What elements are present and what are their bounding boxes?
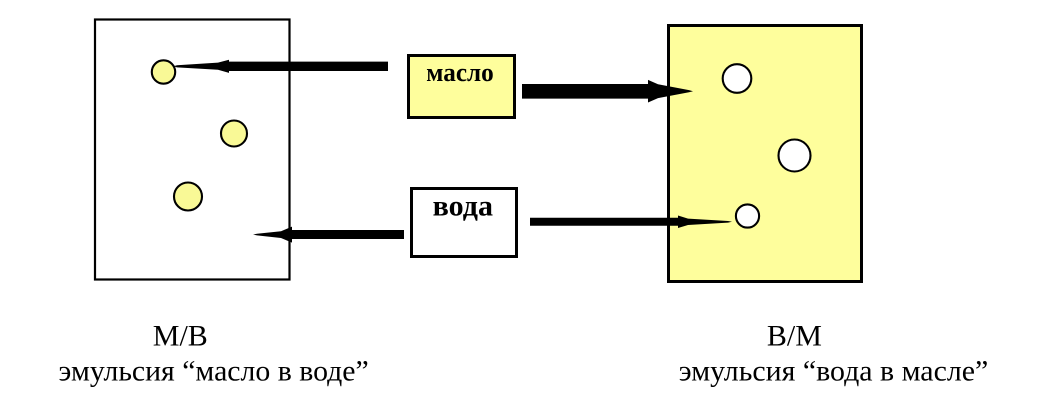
svg-text:В/М: В/М [767,320,822,353]
svg-text:эмульсия “вода в масле”: эмульсия “вода в масле” [679,355,989,388]
svg-text:вода: вода [433,190,493,223]
svg-text:эмульсия “масло в воде”: эмульсия “масло в воде” [59,355,369,388]
svg-text:масло: масло [426,57,494,87]
svg-text:М/В: М/В [153,320,208,353]
